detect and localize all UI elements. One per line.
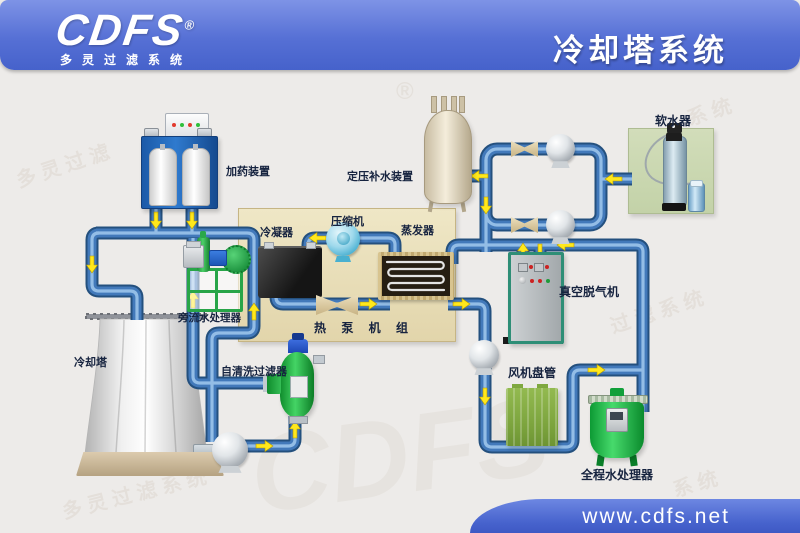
label-self-cleaning-filter: 自清洗过滤器 (221, 366, 287, 378)
dosing-device (141, 136, 218, 209)
cabinet-button (518, 263, 528, 272)
page-title: 冷却塔系统 (553, 33, 728, 68)
fan-coil-tab (512, 384, 523, 389)
chemical-tank (149, 144, 177, 206)
label-fan-coil: 风机盘管 (508, 366, 557, 380)
cabinet-button (534, 263, 544, 272)
indicator-light-green (196, 123, 200, 127)
dosing-meter-box (183, 241, 204, 268)
indicator-light-green (546, 279, 550, 283)
circulation-pump (546, 210, 575, 239)
pipes (85, 142, 650, 454)
label-sidestream-processor: 旁流水处理器 (178, 312, 241, 324)
label-dosing-device: 加药装置 (226, 166, 270, 178)
label-cooling-tower: 冷却塔 (74, 357, 107, 369)
indicator-light-red (530, 279, 534, 283)
indicator-light-red (188, 123, 192, 127)
label-heat-pump-unit: 热 泵 机 组 (314, 321, 415, 335)
label-full-process-water-processor: 全程水处理器 (581, 468, 654, 482)
cooling-tower-base (76, 452, 224, 476)
softener-tank-base (662, 203, 686, 211)
vessel-control-panel (606, 408, 628, 432)
filter-nameplate (290, 376, 308, 398)
condenser (258, 242, 322, 298)
evaporator-coil (382, 256, 450, 296)
evaporator (378, 252, 454, 300)
fan-coil-tab (537, 384, 548, 389)
softener-tank-cap (666, 132, 682, 141)
circulation-pump (546, 134, 575, 163)
filter-motor (288, 333, 308, 353)
expansion-valve (316, 295, 358, 315)
tank-top-pipe (459, 96, 465, 113)
indicator-light-red (172, 123, 176, 127)
indicator-light-red (529, 265, 533, 269)
valve (511, 217, 538, 233)
indicator-light-green (180, 123, 184, 127)
vacuum-degasser-cabinet (508, 252, 564, 344)
filter-bottom-flange (289, 416, 308, 424)
registered-mark: ® (183, 17, 198, 33)
logo-subtitle: 多灵过滤系统 (60, 53, 193, 67)
header-bar: CDFS® 多灵过滤系统 冷却塔系统 (0, 0, 800, 70)
indicator-light-red (545, 265, 549, 269)
cooling-water-pump (212, 432, 248, 468)
filter-drain-nozzle (313, 355, 325, 364)
label-evaporator: 蒸发器 (401, 225, 434, 237)
website-url: www.cdfs.net (582, 505, 730, 528)
vessel-neck (610, 388, 624, 396)
label-compressor: 压缩机 (331, 216, 364, 228)
footer-bar: www.cdfs.net (470, 499, 800, 533)
chemical-tank (182, 144, 210, 206)
indicator-light-red (538, 279, 542, 283)
watermark-registered-mark: ® (396, 78, 414, 105)
tank-top-pipe (431, 96, 437, 113)
cdfs-logo: CDFS® (52, 6, 198, 55)
label-water-softener: 软水器 (655, 114, 692, 128)
sidestream-processor-frame (187, 268, 243, 312)
softener-resin-tank (663, 136, 687, 208)
chilled-water-pump (469, 340, 499, 370)
fan-coil-unit (506, 388, 558, 446)
label-condenser: 冷凝器 (260, 227, 293, 239)
softener-control-valve (667, 123, 682, 133)
compressor (326, 222, 360, 256)
label-pressure-makeup-device: 定压补水装置 (347, 171, 413, 183)
label-vacuum-degasser: 真空脱气机 (559, 285, 620, 299)
valve (511, 141, 538, 157)
filter-side-flange (263, 374, 281, 394)
sidestream-processor-pump (209, 250, 227, 266)
pressure-makeup-tank (424, 110, 472, 204)
cabinet-knob (519, 277, 526, 284)
brine-tank (688, 180, 705, 212)
